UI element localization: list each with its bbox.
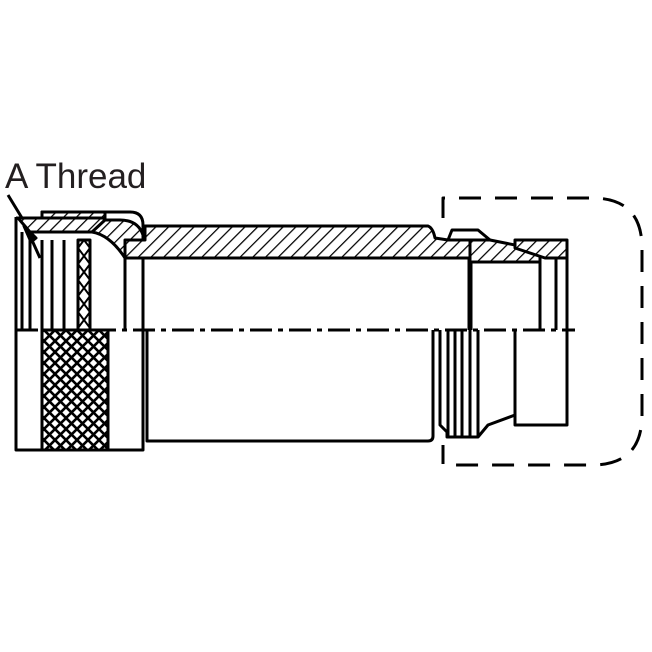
knurled-grip — [40, 328, 110, 452]
coupling-nut — [14, 210, 145, 452]
rear-adapter — [438, 228, 569, 439]
a-thread-label: A Thread — [5, 157, 147, 196]
connector-body — [123, 224, 473, 443]
optional-accessory-outline — [441, 196, 644, 467]
